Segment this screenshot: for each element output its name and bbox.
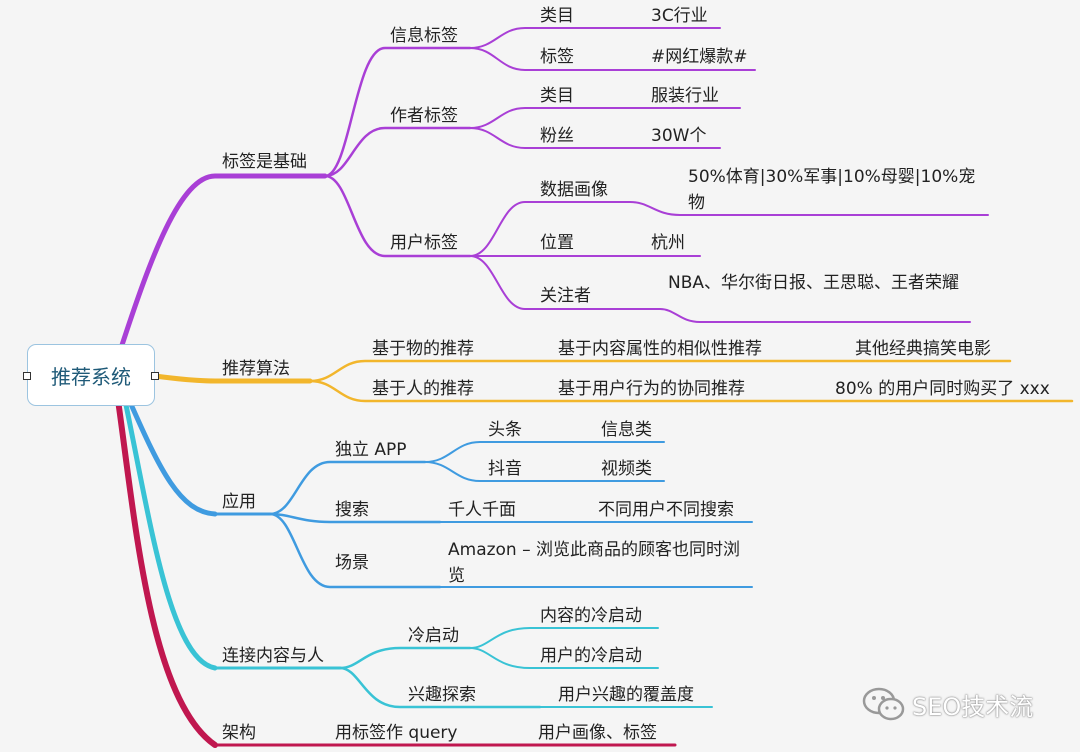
node-tag-query[interactable]: 用标签作 query bbox=[335, 723, 458, 743]
node-douyin[interactable]: 抖音 bbox=[488, 459, 522, 479]
node-user-location[interactable]: 位置 bbox=[540, 233, 574, 253]
node-user-based[interactable]: 基于人的推荐 bbox=[372, 379, 474, 399]
node-connect[interactable]: 连接内容与人 bbox=[222, 646, 324, 666]
node-user-tag[interactable]: 用户标签 bbox=[390, 233, 458, 253]
node-author-fans[interactable]: 粉丝 bbox=[540, 126, 574, 146]
node-interest-value[interactable]: 用户兴趣的覆盖度 bbox=[558, 685, 694, 705]
node-tag-query-value[interactable]: 用户画像、标签 bbox=[538, 723, 657, 743]
node-standalone-app[interactable]: 独立 APP bbox=[335, 440, 407, 460]
watermark: SEO技术流 bbox=[862, 686, 1033, 722]
node-info-tag[interactable]: 信息标签 bbox=[390, 26, 458, 46]
resize-handle-right[interactable] bbox=[151, 372, 159, 380]
node-algorithm[interactable]: 推荐算法 bbox=[222, 359, 290, 379]
wechat-icon bbox=[862, 687, 905, 721]
connector-connect bbox=[123, 402, 713, 709]
node-application[interactable]: 应用 bbox=[222, 492, 256, 512]
connector-algorithm bbox=[152, 359, 1074, 403]
node-douyin-value[interactable]: 视频类 bbox=[601, 459, 652, 479]
node-architecture[interactable]: 架构 bbox=[222, 723, 256, 743]
node-search[interactable]: 搜索 bbox=[335, 500, 369, 520]
connector-architecture bbox=[115, 397, 677, 748]
node-author-category-value[interactable]: 服装行业 bbox=[651, 86, 719, 106]
watermark-text: SEO技术流 bbox=[912, 692, 1034, 721]
node-author-fans-value[interactable]: 30W个 bbox=[651, 126, 707, 146]
node-search-value[interactable]: 不同用户不同搜索 bbox=[598, 500, 734, 520]
node-cold-start[interactable]: 冷启动 bbox=[408, 626, 459, 646]
node-user-profile[interactable]: 数据画像 bbox=[540, 180, 608, 200]
node-info-category[interactable]: 类目 bbox=[540, 6, 574, 26]
node-user-follows-value[interactable]: NBA、华尔街日报、王思聪、王者荣耀 bbox=[668, 273, 960, 293]
resize-handle-left[interactable] bbox=[23, 372, 31, 380]
node-user-based-method[interactable]: 基于用户行为的协同推荐 bbox=[558, 379, 745, 399]
node-item-based[interactable]: 基于物的推荐 bbox=[372, 339, 474, 359]
node-user-location-value[interactable]: 杭州 bbox=[651, 233, 685, 253]
node-item-based-example[interactable]: 其他经典搞笑电影 bbox=[855, 339, 991, 359]
root-label: 推荐系统 bbox=[51, 364, 131, 389]
node-toutiao[interactable]: 头条 bbox=[488, 420, 522, 440]
node-scene-value[interactable]: Amazon – 浏览此商品的顾客也同时浏览 bbox=[448, 540, 741, 586]
node-tags-foundation[interactable]: 标签是基础 bbox=[222, 152, 307, 172]
node-toutiao-value[interactable]: 信息类 bbox=[601, 420, 652, 440]
node-user-profile-value[interactable]: 50%体育|30%军事|10%母婴|10%宠物 bbox=[688, 167, 976, 213]
node-info-tag-label[interactable]: 标签 bbox=[540, 47, 574, 67]
node-user-based-example[interactable]: 80% 的用户同时购买了 xxx bbox=[835, 379, 1050, 399]
node-info-tag-value[interactable]: #网红爆款# bbox=[651, 47, 748, 67]
connector-tags bbox=[119, 27, 989, 348]
node-info-category-value[interactable]: 3C行业 bbox=[651, 6, 708, 26]
node-user-follows[interactable]: 关注者 bbox=[540, 286, 591, 306]
connector-application bbox=[127, 399, 753, 589]
node-content-cold-start[interactable]: 内容的冷启动 bbox=[540, 606, 642, 626]
node-interest[interactable]: 兴趣探索 bbox=[408, 685, 476, 705]
node-user-cold-start[interactable]: 用户的冷启动 bbox=[540, 646, 642, 666]
node-item-based-method[interactable]: 基于内容属性的相似性推荐 bbox=[558, 339, 762, 359]
node-scene[interactable]: 场景 bbox=[335, 553, 369, 573]
node-author-category[interactable]: 类目 bbox=[540, 86, 574, 106]
root-node[interactable]: 推荐系统 bbox=[23, 344, 159, 406]
node-search-sub[interactable]: 千人千面 bbox=[448, 500, 516, 520]
node-author-tag[interactable]: 作者标签 bbox=[390, 106, 458, 126]
